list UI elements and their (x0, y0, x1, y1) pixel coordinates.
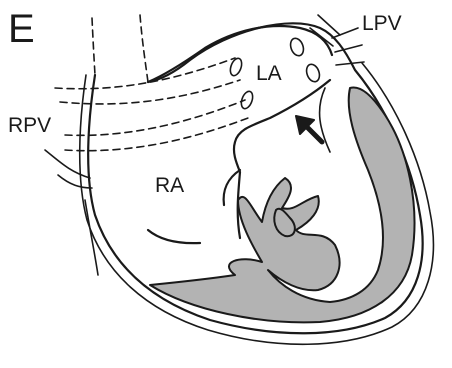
label-ra: RA (155, 174, 184, 197)
label-rpv: RPV (8, 114, 51, 137)
arrow-icon (296, 116, 322, 142)
superior-vena-cava (140, 15, 148, 82)
rpv-upper-vessel (92, 18, 95, 75)
label-lpv: LPV (362, 12, 402, 35)
label-la: LA (256, 62, 282, 85)
left-pulmonary-veins (288, 15, 364, 84)
right-vein-ostia (228, 57, 255, 110)
panel-letter: E (8, 7, 35, 51)
ventricular-muscle (150, 87, 414, 322)
right-pulmonary-veins (45, 58, 248, 275)
